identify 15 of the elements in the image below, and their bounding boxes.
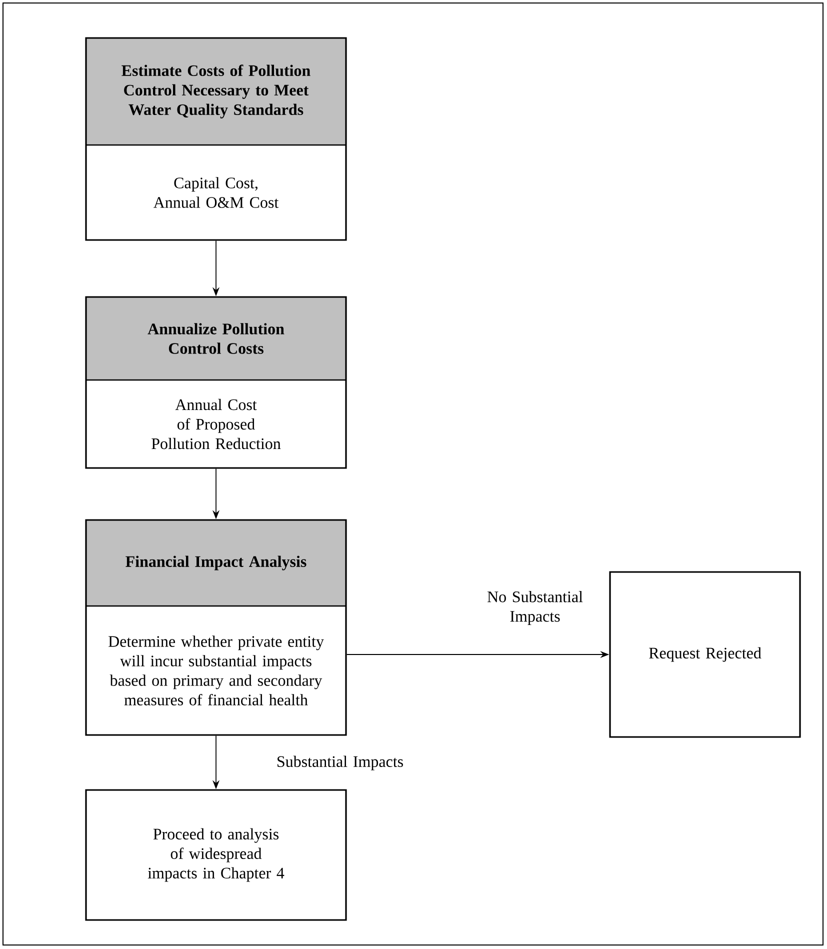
process-box [85, 519, 347, 736]
process-box [85, 37, 347, 241]
box-text: Proceed to analysis of widespread impacts in Chapter 4 [148, 828, 284, 882]
box-heading: Estimate Costs of Pollution Control Necessary to Meet Water Quality Standards [122, 64, 310, 118]
box-text: Annual Cost of Proposed Pollution Reduction [152, 398, 281, 450]
edge-label: No Substantial Impacts [487, 591, 583, 625]
process-box [85, 296, 347, 469]
box-heading: Annualize Pollution Control Costs [148, 323, 284, 354]
box-text: Request Rejected [649, 647, 762, 662]
box-heading: Financial Impact Analysis [126, 556, 306, 570]
process-box [609, 571, 801, 738]
edge-label: Substantial Impacts [278, 756, 403, 770]
box-text: Determine whether private entity will incur substantial impacts based on primary and secondary measures of financial health [108, 636, 324, 706]
process-box [85, 789, 347, 921]
box-text: Capital Cost, Annual O&M Cost [154, 177, 279, 208]
